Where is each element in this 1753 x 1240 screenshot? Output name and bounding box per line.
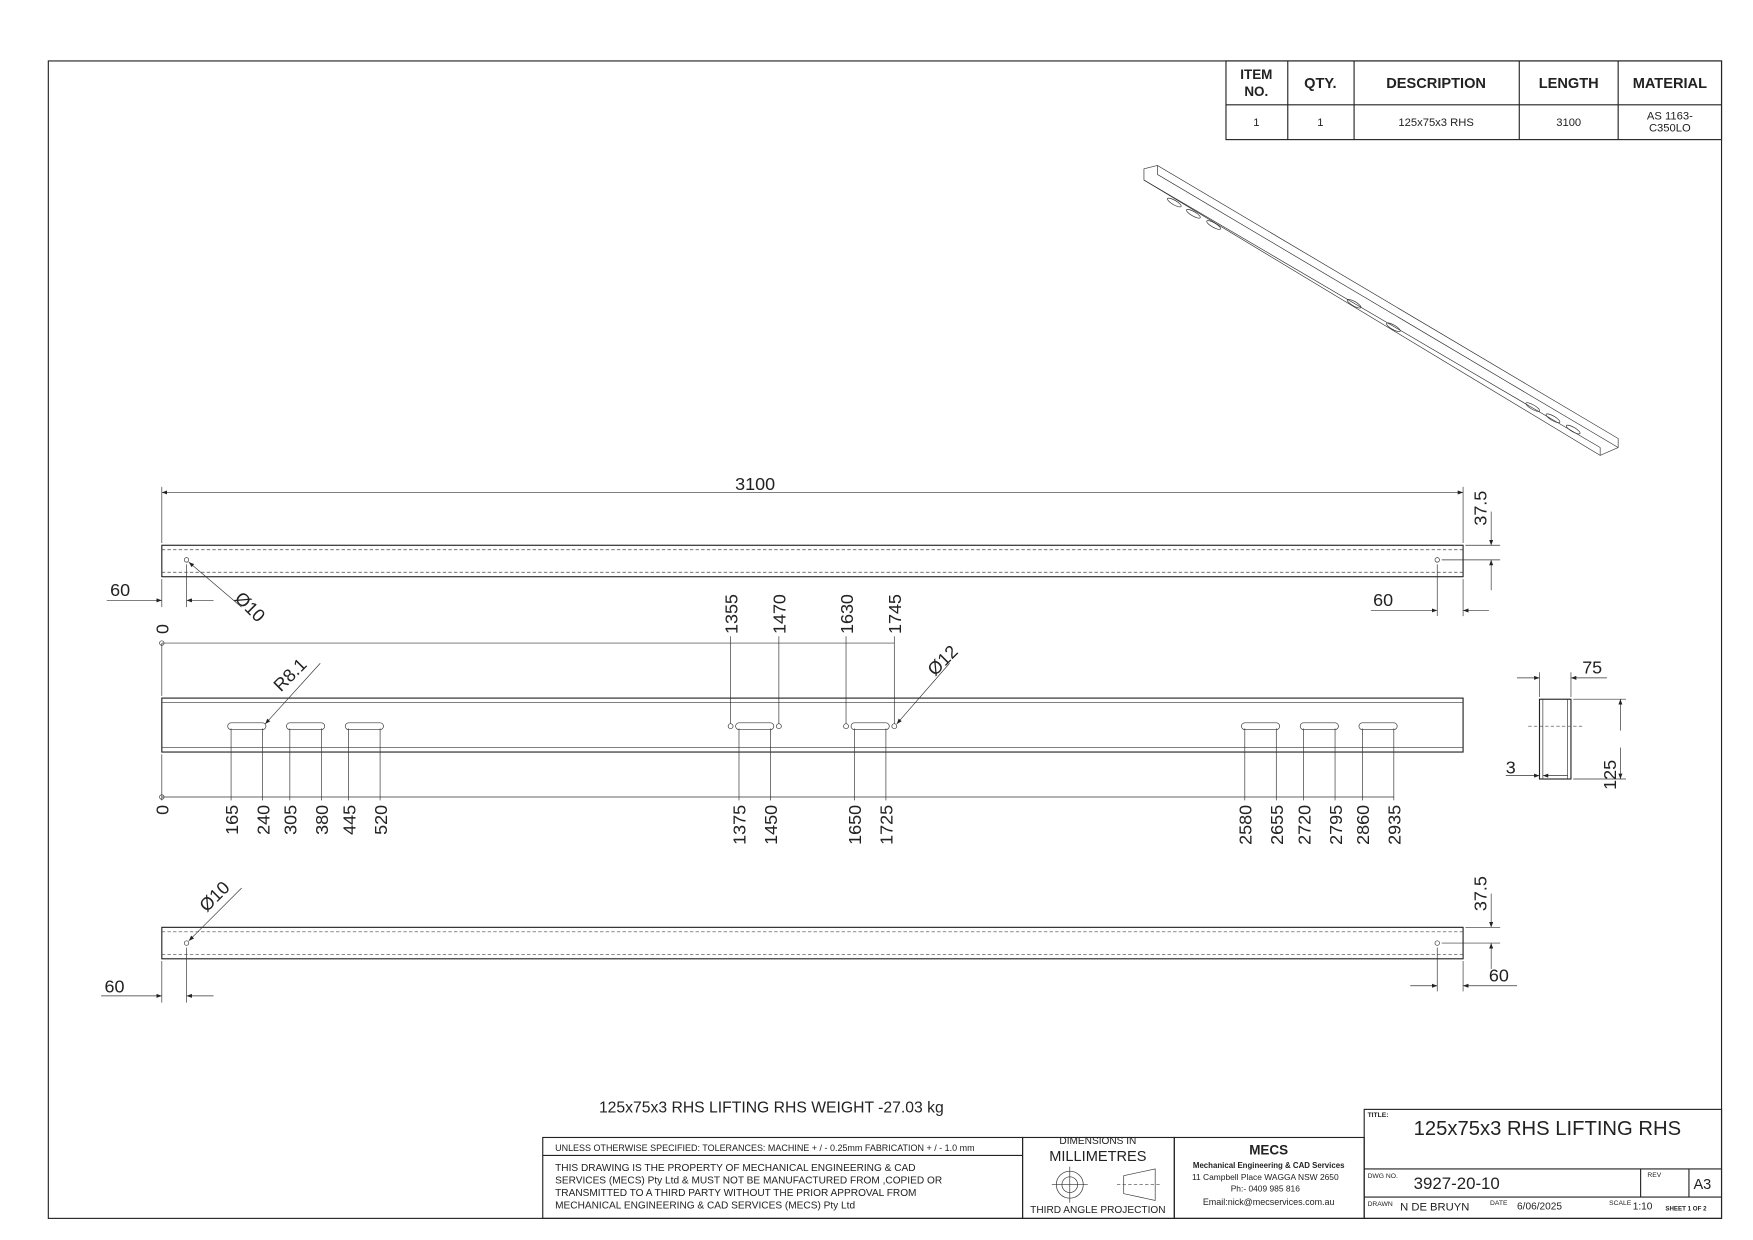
bom-cell-qty: 1 [1317, 117, 1323, 129]
bottom-view: Ø10 60 60 37.5 [101, 876, 1518, 1003]
dim-label-bottom: 1650 [845, 805, 865, 845]
dim-right-hole-offset: 60 [1373, 590, 1393, 610]
slot [286, 722, 326, 730]
slot [1299, 722, 1339, 730]
bom-header-qty: QTY. [1304, 76, 1336, 92]
property-line-2: SERVICES (MECS) Pty Ltd & MUST NOT BE MA… [555, 1176, 942, 1187]
bom-cell-length: 3100 [1556, 117, 1581, 129]
origin-label-top: 0 [153, 624, 173, 634]
dim-right-hole-offset: 60 [1489, 965, 1509, 985]
dim-left-hole-offset: 60 [105, 977, 125, 997]
drawn-by: N DE BRUYN [1400, 1202, 1469, 1214]
dim-hole-dia: Ø10 [195, 877, 233, 915]
rev-label: REV [1647, 1172, 1661, 1179]
dim-label-bottom: 2580 [1236, 805, 1256, 845]
drawing-date: 6/06/2025 [1517, 1201, 1562, 1212]
projection-label: THIRD ANGLE PROJECTION [1030, 1205, 1165, 1216]
section-view: 75 125 3 [1505, 657, 1627, 790]
title-label: TITLE: [1368, 1112, 1389, 1119]
company-address: 11 Campbell Place WAGGA NSW 2650 [1192, 1172, 1339, 1182]
hole-right [1434, 557, 1440, 563]
bom-cell-item: 1 [1253, 117, 1259, 129]
dim-label-bottom: 2655 [1267, 805, 1287, 845]
bom-header-length: LENGTH [1539, 76, 1599, 92]
dim-label-bottom: 445 [339, 805, 359, 835]
dwg-no-label: DWG NO. [1368, 1173, 1398, 1180]
dim-slot-radius: R8.1 [270, 654, 311, 695]
isometric-view [1143, 165, 1619, 456]
tolerances-note: UNLESS OTHERWISE SPECIFIED: TOLERANCES: … [555, 1143, 974, 1153]
dim-label-bottom: 240 [253, 805, 273, 835]
bom-header-material: MATERIAL [1633, 76, 1707, 92]
drawing-border [47, 60, 1723, 1219]
dim-label-bottom: 305 [281, 805, 301, 835]
slot [735, 722, 775, 730]
company-name: Mechanical Engineering & CAD Services [1193, 1161, 1345, 1170]
dim-label-top: 1470 [770, 594, 790, 634]
date-label: DATE [1490, 1200, 1508, 1207]
third-angle-projection-icon [1051, 1166, 1162, 1203]
dim-left-hole-offset: 60 [110, 580, 130, 600]
dim-hole-dia-12: Ø12 [924, 641, 962, 679]
top-view: 3100 37.5 60 60 Ø10 [106, 474, 1501, 626]
dim-label-bottom: 2860 [1353, 805, 1373, 845]
bom-cell-material: AS 1163- [1647, 110, 1693, 122]
dim-edge-offset: 37.5 [1471, 876, 1491, 911]
dim-label-bottom: 520 [371, 805, 391, 835]
slot [850, 722, 890, 730]
hole [891, 723, 898, 730]
title-block: UNLESS OTHERWISE SPECIFIED: TOLERANCES: … [542, 1108, 1723, 1219]
drawing-scale: 1:10 [1633, 1201, 1653, 1212]
dim-label-bottom: 2720 [1294, 805, 1314, 845]
origin-label-bottom: 0 [153, 805, 173, 815]
scale-label: SCALE [1609, 1200, 1632, 1207]
property-line-3: TRANSMITTED TO A THIRD PARTY WITHOUT THE… [555, 1188, 916, 1199]
dim-section-height: 125 [1600, 760, 1620, 790]
dim-label-bottom: 1375 [730, 805, 750, 845]
hole [727, 723, 734, 730]
dimensions-in-label: DIMENSIONS IN [1059, 1136, 1136, 1147]
property-line-1: THIS DRAWING IS THE PROPERTY OF MECHANIC… [555, 1163, 915, 1174]
slot [227, 722, 267, 730]
bom-header-description: DESCRIPTION [1386, 76, 1486, 92]
dim-label-bottom: 1450 [761, 805, 781, 845]
dim-label-bottom: 2795 [1326, 805, 1346, 845]
dim-label-bottom: 2935 [1385, 805, 1405, 845]
dim-overall-length: 3100 [735, 474, 775, 494]
dim-label-top: 1745 [885, 594, 905, 634]
sheet-size: A3 [1693, 1177, 1711, 1193]
hole-left [183, 557, 190, 563]
dim-edge-offset: 37.5 [1471, 491, 1491, 526]
drawing-title: 125x75x3 RHS LIFTING RHS [1414, 1118, 1681, 1140]
dim-label-top: 1630 [837, 594, 857, 634]
hole [776, 723, 782, 730]
hole [843, 723, 849, 730]
slot [344, 722, 384, 730]
bom-cell-description: 125x75x3 RHS [1398, 117, 1473, 129]
dim-hole-dia: Ø10 [231, 588, 269, 626]
weight-note: 125x75x3 RHS LIFTING RHS WEIGHT -27.03 k… [599, 1100, 944, 1117]
dim-label-bottom: 380 [312, 805, 332, 835]
dim-label-bottom: 165 [222, 805, 242, 835]
slot [1358, 722, 1398, 730]
units-label: MILLIMETRES [1049, 1149, 1147, 1165]
company-logo: MECS [1249, 1142, 1288, 1157]
bom-header-item: ITEM [1240, 67, 1272, 82]
property-line-4: MECHANICAL ENGINEERING & CAD SERVICES (M… [555, 1200, 855, 1211]
side-view: 0 0 R8.1 Ø12 165 240 305 380 445 520 1375 1450 1… [153, 594, 1464, 845]
dim-label-top: 1355 [721, 594, 741, 634]
slot [1241, 722, 1280, 730]
sheet-number: SHEET 1 OF 2 [1665, 1206, 1707, 1213]
drawn-label: DRAWN [1368, 1201, 1393, 1208]
dim-label-bottom: 1725 [877, 805, 897, 845]
dim-section-width: 75 [1582, 657, 1602, 677]
dim-wall-thickness: 3 [1506, 757, 1516, 777]
company-phone: Ph:- 0409 985 816 [1231, 1183, 1300, 1193]
bom-header-item-no: NO. [1244, 84, 1268, 99]
dwg-no: 3927-20-10 [1414, 1174, 1500, 1193]
bill-of-materials-table: ITEM NO. QTY. DESCRIPTION LENGTH MATERIA… [1225, 60, 1723, 141]
bom-cell-material-grade: C350LO [1649, 123, 1691, 135]
company-email: Email:nick@mecservices.com.au [1203, 1197, 1335, 1207]
